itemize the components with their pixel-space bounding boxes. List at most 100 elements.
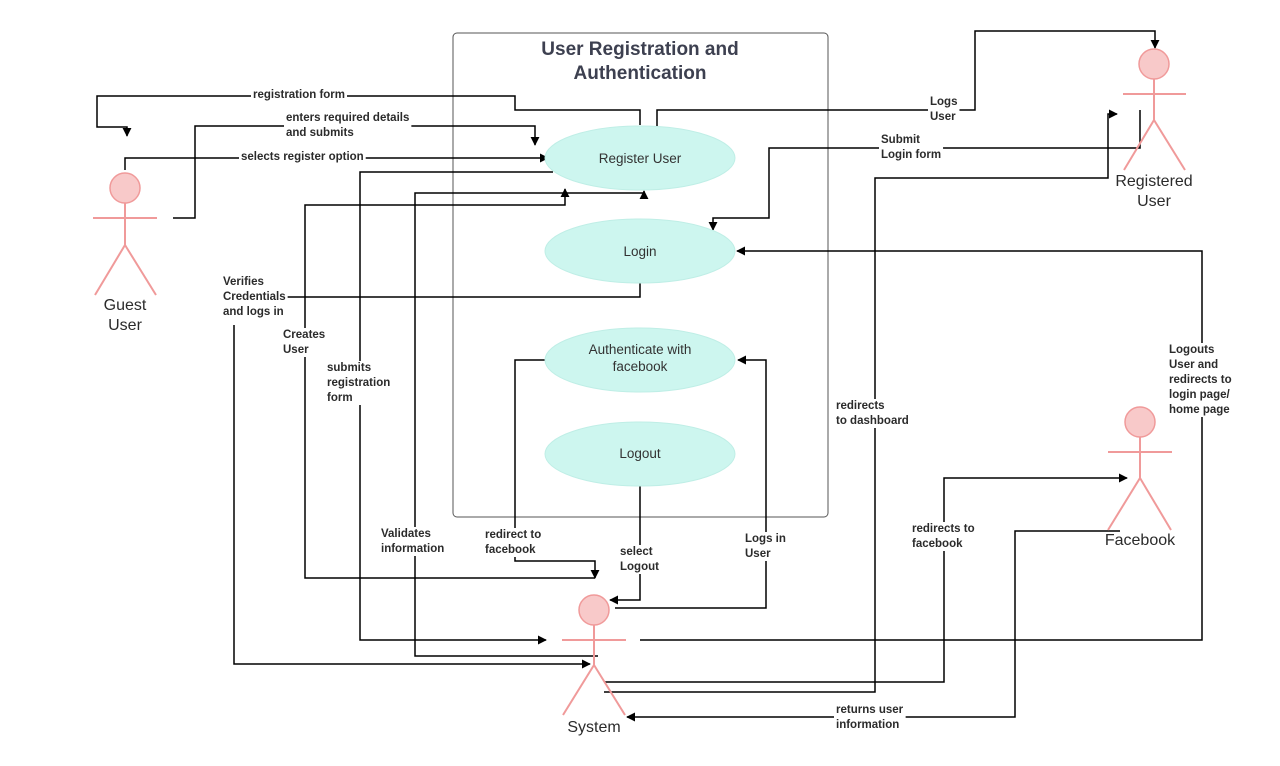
text-line: User <box>1137 193 1171 210</box>
text-line: Logouts <box>1169 344 1214 356</box>
text-line: Guest <box>104 297 147 314</box>
text-line: information <box>836 719 899 731</box>
submits-registration-arrow <box>359 171 553 645</box>
text-line: User <box>930 111 956 123</box>
redirects-to-facebook-arrow <box>604 473 1128 683</box>
text-line: Submit <box>881 134 920 146</box>
label-background <box>1167 343 1234 417</box>
label-redirects-to-facebook: redirects to facebook <box>912 523 975 550</box>
connector-labels: registration form enters required detail… <box>221 88 1234 732</box>
use-case-login[interactable]: Login <box>544 218 736 284</box>
text-line: registration <box>327 377 390 389</box>
label-background <box>281 328 328 357</box>
text-line: Logs <box>930 96 957 108</box>
verifies-credentials-line <box>270 283 641 298</box>
label-redirect-to-facebook: redirect to facebook <box>485 529 541 556</box>
text-line: Validates <box>381 528 431 540</box>
verifies-to-system-arrow <box>233 325 591 669</box>
selects-register-arrow <box>124 153 549 170</box>
text-line: to dashboard <box>836 415 909 427</box>
label-redirects-dashboard: redirects to dashboard <box>836 400 909 427</box>
actor-facebook[interactable]: Facebook <box>1105 406 1176 549</box>
text-line: redirect to <box>485 529 541 541</box>
text-line: System <box>567 719 620 736</box>
label-background <box>325 361 393 405</box>
text-line: Authentication <box>574 63 707 84</box>
text-line: User <box>108 317 142 334</box>
use-case-register-user-label: Register User <box>599 151 682 166</box>
use-case-logout-label: Logout <box>619 446 661 461</box>
text-line: form <box>327 392 353 404</box>
label-returns-user-information: returns user information <box>836 704 904 731</box>
label-background <box>483 528 544 557</box>
label-background <box>928 95 960 124</box>
logs-user-arrow <box>656 30 1160 127</box>
label-background <box>221 275 288 319</box>
text-line: returns user <box>836 704 904 716</box>
label-background <box>834 399 911 428</box>
label-registration-form: registration form <box>253 89 345 101</box>
text-line: information <box>381 543 444 555</box>
text-line: User <box>283 344 309 356</box>
label-background <box>743 532 788 561</box>
text-line: Credentials <box>223 291 286 303</box>
actor-facebook-label: Facebook <box>1105 532 1176 549</box>
enters-details-arrow <box>173 125 540 219</box>
label-background <box>284 111 412 140</box>
text-line: User <box>745 548 771 560</box>
redirect-to-facebook-line <box>514 359 600 579</box>
text-line: facebook <box>912 538 963 550</box>
label-background <box>618 545 662 574</box>
use-case-register-user[interactable]: Register User <box>544 125 736 191</box>
logs-in-user-arrow <box>615 355 767 609</box>
text-line: facebook <box>485 544 536 556</box>
text-line: enters required details <box>286 112 409 124</box>
use-case-login-label: Login <box>623 244 656 259</box>
actor-system[interactable]: System <box>562 594 626 736</box>
submit-login-arrow <box>708 110 1141 231</box>
text-line: Login <box>623 244 656 259</box>
text-line: and logs in <box>223 306 284 318</box>
connectors <box>96 30 1203 722</box>
text-line: Facebook <box>1105 532 1176 549</box>
text-line: Login form <box>881 149 941 161</box>
text-line: User and <box>1169 359 1218 371</box>
label-selects-register: selects register option <box>241 151 364 163</box>
label-background <box>910 522 977 551</box>
use-case-logout[interactable]: Logout <box>544 421 736 487</box>
text-line: Verifies <box>223 276 264 288</box>
text-line: Authenticate with <box>589 342 692 357</box>
text-line: Registered <box>1115 173 1192 190</box>
creates-user-arrow <box>304 188 595 579</box>
text-line: redirects to <box>912 523 975 535</box>
text-line: Logout <box>619 446 661 461</box>
text-line: Creates <box>283 329 325 341</box>
text-line: select <box>620 546 653 558</box>
text-line: registration form <box>253 89 345 101</box>
logouts-user-arrow <box>640 246 1203 641</box>
text-line: Logout <box>620 561 659 573</box>
text-line: User Registration and <box>541 39 738 60</box>
text-line: redirects <box>836 400 885 412</box>
validates-information-arrow <box>414 190 649 657</box>
actor-system-label: System <box>567 719 620 736</box>
text-line: selects register option <box>241 151 364 163</box>
label-validates-information: Validates information <box>381 528 444 555</box>
label-background <box>251 88 348 102</box>
